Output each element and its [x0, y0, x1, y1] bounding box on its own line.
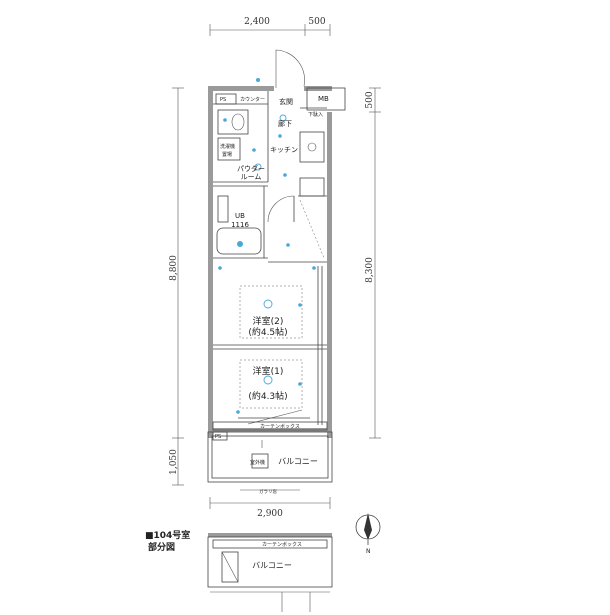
bottom-dimension: 2,900 — [209, 497, 331, 519]
top-dimension: 2,400 500 — [209, 17, 331, 36]
ps-bottom-label: PS — [215, 434, 221, 440]
room-1: 洋室(1) — [253, 365, 284, 377]
glass-note: ガラリ窓 — [259, 488, 277, 495]
right-dimension: 500 8,300 — [365, 87, 381, 439]
room-powder-2: ルーム — [241, 173, 262, 181]
interior-walls: PS カウンター 洗濯機 置場 — [212, 91, 328, 431]
shoes-label: 下駄入 — [308, 111, 323, 118]
left-dimension: 8,800 1,050 — [169, 87, 184, 486]
dim-left-main: 8,800 — [169, 255, 179, 281]
washer-label-a: 洗濯機 — [220, 143, 235, 150]
room-kitchen: キッチン — [270, 146, 298, 154]
curtain-box-label: カーテンボックス — [260, 423, 300, 430]
balcony: PS 室外機 バルコニー ガラリ窓 — [207, 431, 333, 495]
detail-title-1: ■104号室 — [145, 529, 190, 541]
room-2-size: (約4.5帖) — [248, 326, 287, 338]
ps-top-label: PS — [220, 97, 226, 103]
room-powder: パウダー — [237, 164, 265, 173]
balcony-label: バルコニー — [278, 457, 318, 466]
dim-bottom: 2,900 — [257, 509, 283, 519]
outdoor-unit-label: 室外機 — [250, 459, 265, 466]
dim-top-main: 2,400 — [244, 17, 270, 27]
room-ub: UB — [235, 212, 245, 220]
dim-right-main: 8,300 — [365, 257, 375, 283]
counter-label: カウンター — [240, 96, 265, 103]
room-1-size: (約4.3帖) — [248, 390, 287, 402]
detail-drawing: ■104号室 部分図 カーテンボックス バルコニー — [145, 529, 333, 612]
room-labels: 玄関 廊下 下駄入 キッチン パウダー ルーム UB 1116 洋室(2) (約… — [231, 97, 323, 402]
detail-title-2: 部分図 — [148, 541, 175, 553]
compass-north: N — [366, 548, 371, 555]
room-hallway: 廊下 — [278, 119, 292, 128]
detail-curtain-box: カーテンボックス — [262, 541, 302, 548]
dim-left-balcony: 1,050 — [169, 449, 179, 475]
detail-balcony: バルコニー — [252, 561, 292, 570]
dim-top-side: 500 — [308, 17, 325, 27]
dim-right-mb: 500 — [365, 91, 375, 108]
room-entrance: 玄関 — [279, 97, 293, 106]
room-2: 洋室(2) — [253, 315, 284, 327]
compass: N — [355, 513, 381, 555]
washer-label-b: 置場 — [222, 151, 232, 158]
room-ub-size: 1116 — [231, 221, 249, 229]
mb-label: MB — [318, 95, 329, 103]
